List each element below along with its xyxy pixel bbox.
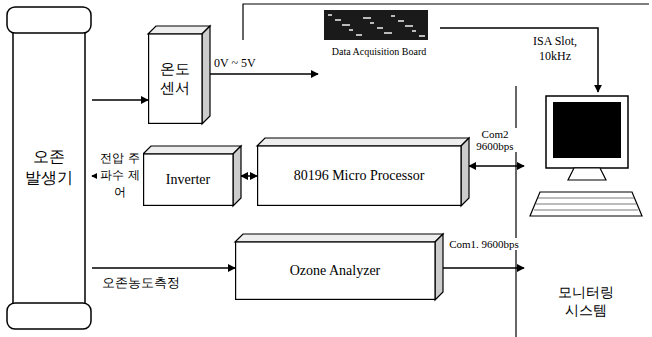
box-front-face xyxy=(144,154,233,205)
sensor-box: 온도 센서 xyxy=(148,26,210,124)
node-label: Ozone Analyzer xyxy=(290,263,381,279)
board-chip xyxy=(398,20,404,22)
connector-arrow xyxy=(443,267,524,269)
board-chip xyxy=(363,17,371,19)
cylinder-cap xyxy=(7,7,91,33)
keyboard-row xyxy=(536,204,636,205)
board-chip xyxy=(342,24,350,26)
box-front-face xyxy=(258,146,461,205)
monitoring-pc: 모니터링 시스템 xyxy=(524,92,648,330)
edge-label: 전압 주파수 제어 xyxy=(97,150,143,201)
box-front-face xyxy=(236,242,435,299)
monitor-screen xyxy=(553,102,621,158)
node-label: 모니터링 시스템 xyxy=(550,284,622,320)
box-top-face xyxy=(143,146,241,154)
edge-label: Com1. 9600bps xyxy=(444,238,524,250)
ozone-generator: 오존 발생기 xyxy=(6,6,92,330)
edge-label: 0V ~ 5V xyxy=(212,56,258,71)
processor-box: 80196 Micro Processor xyxy=(257,138,469,206)
box-front-face xyxy=(149,34,202,123)
board-chip xyxy=(335,19,341,21)
connector-arrow xyxy=(241,175,257,177)
board-chip xyxy=(384,32,392,34)
box-side-face xyxy=(233,146,241,206)
cylinder-body xyxy=(13,26,85,310)
keyboard-row xyxy=(538,198,634,199)
box-side-face xyxy=(202,26,210,124)
connector-arrow xyxy=(92,267,235,269)
analyzer-box: Ozone Analyzer xyxy=(235,234,443,300)
cylinder-cap xyxy=(7,303,91,329)
node-label: 80196 Micro Processor xyxy=(294,168,425,184)
board-chip xyxy=(328,14,332,16)
node-label: 오존 발생기 xyxy=(23,147,75,189)
board-chip xyxy=(370,22,374,24)
board-outline xyxy=(318,8,440,80)
board-chip xyxy=(391,15,395,17)
connector-arrow xyxy=(440,28,598,92)
board-picture xyxy=(324,10,428,40)
inverter-box: Inverter xyxy=(143,146,241,206)
node-label: 온도 센서 xyxy=(158,60,192,98)
box-top-face xyxy=(257,138,469,146)
daq-board: Data Acquisition Board xyxy=(318,8,440,80)
monitor-case xyxy=(546,96,628,168)
board-chip xyxy=(356,34,362,36)
edge-label: Com2 9600bps xyxy=(470,128,520,152)
connector-arrow xyxy=(210,73,318,75)
box-side-face xyxy=(435,234,443,300)
box-top-face xyxy=(148,26,210,34)
keyboard-row xyxy=(534,210,638,211)
board-chip xyxy=(349,29,353,31)
connector-arrow xyxy=(92,99,148,101)
box-top-face xyxy=(235,234,443,242)
board-chip xyxy=(377,27,383,29)
node-label: Data Acquisition Board xyxy=(332,46,426,57)
edge-label: ISA Slot, 10kHz xyxy=(518,34,592,64)
connector-arrow xyxy=(469,165,524,167)
board-chip xyxy=(419,35,425,37)
keyboard xyxy=(530,192,642,216)
board-chip xyxy=(405,25,413,27)
monitor-stand xyxy=(568,168,606,180)
node-label: Inverter xyxy=(166,172,210,188)
edge-label: 오존농도측정 xyxy=(100,274,182,292)
frame-line xyxy=(515,86,516,337)
box-side-face xyxy=(461,138,469,206)
board-chip xyxy=(412,30,416,32)
